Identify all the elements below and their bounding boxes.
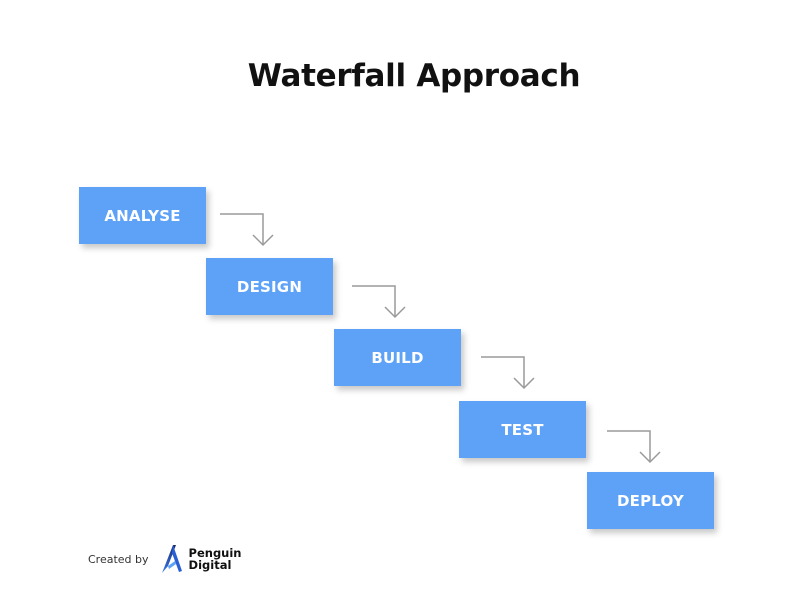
credit-footer: Created by Penguin Digital — [88, 541, 242, 577]
step-deploy: DEPLOY — [587, 472, 714, 529]
brand-name: Penguin Digital — [188, 545, 242, 572]
step-test: TEST — [459, 401, 586, 458]
penguin-digital-logo-icon — [161, 545, 182, 573]
connector-arrow-icon — [352, 285, 406, 319]
connector-arrow-icon — [220, 213, 274, 247]
step-analyse: ANALYSE — [79, 187, 206, 244]
page-title: Waterfall Approach — [247, 58, 581, 94]
step-label: DESIGN — [236, 277, 303, 296]
connector-arrow-icon — [481, 356, 535, 390]
step-label: BUILD — [371, 348, 424, 367]
step-label: TEST — [501, 420, 544, 439]
step-label: ANALYSE — [104, 206, 181, 225]
connector-arrow-icon — [607, 430, 661, 464]
credit-prefix: Created by — [88, 552, 149, 566]
step-label: DEPLOY — [617, 491, 684, 510]
brand-line-2: Digital — [188, 558, 232, 572]
brand-line-1: Penguin — [188, 545, 242, 560]
step-design: DESIGN — [206, 258, 333, 315]
step-build: BUILD — [334, 329, 461, 386]
